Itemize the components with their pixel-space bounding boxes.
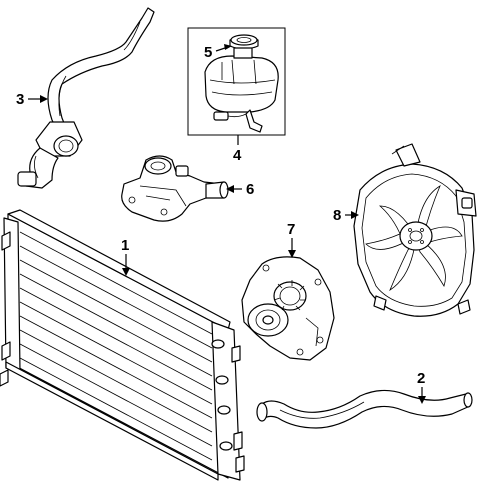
callout-7: 7 xyxy=(287,221,296,258)
cooling-fan-assembly xyxy=(353,143,477,317)
callout-5: 5 xyxy=(204,44,232,61)
callout-4: 4 xyxy=(233,135,242,164)
callout-2: 2 xyxy=(417,370,426,404)
callout-1-label: 1 xyxy=(121,237,129,254)
upper-radiator-hose xyxy=(17,7,155,189)
callout-5-label: 5 xyxy=(204,44,212,61)
callout-3: 3 xyxy=(16,91,48,108)
fan-blades xyxy=(365,185,463,292)
callout-8-label: 8 xyxy=(333,207,341,224)
coolant-reservoir xyxy=(204,34,279,133)
callout-6: 6 xyxy=(226,181,254,198)
radiator-fins xyxy=(19,231,213,461)
callout-6-label: 6 xyxy=(246,181,254,198)
lower-radiator-hose xyxy=(256,389,473,429)
callout-1: 1 xyxy=(121,237,130,276)
radiator xyxy=(0,209,245,481)
callout-2-label: 2 xyxy=(417,370,425,387)
callout-7-label: 7 xyxy=(287,221,295,238)
callout-8: 8 xyxy=(333,207,359,224)
callout-4-label: 4 xyxy=(233,147,242,164)
callout-3-label: 3 xyxy=(16,91,24,108)
water-pump xyxy=(241,256,335,361)
thermostat-housing xyxy=(121,155,229,222)
